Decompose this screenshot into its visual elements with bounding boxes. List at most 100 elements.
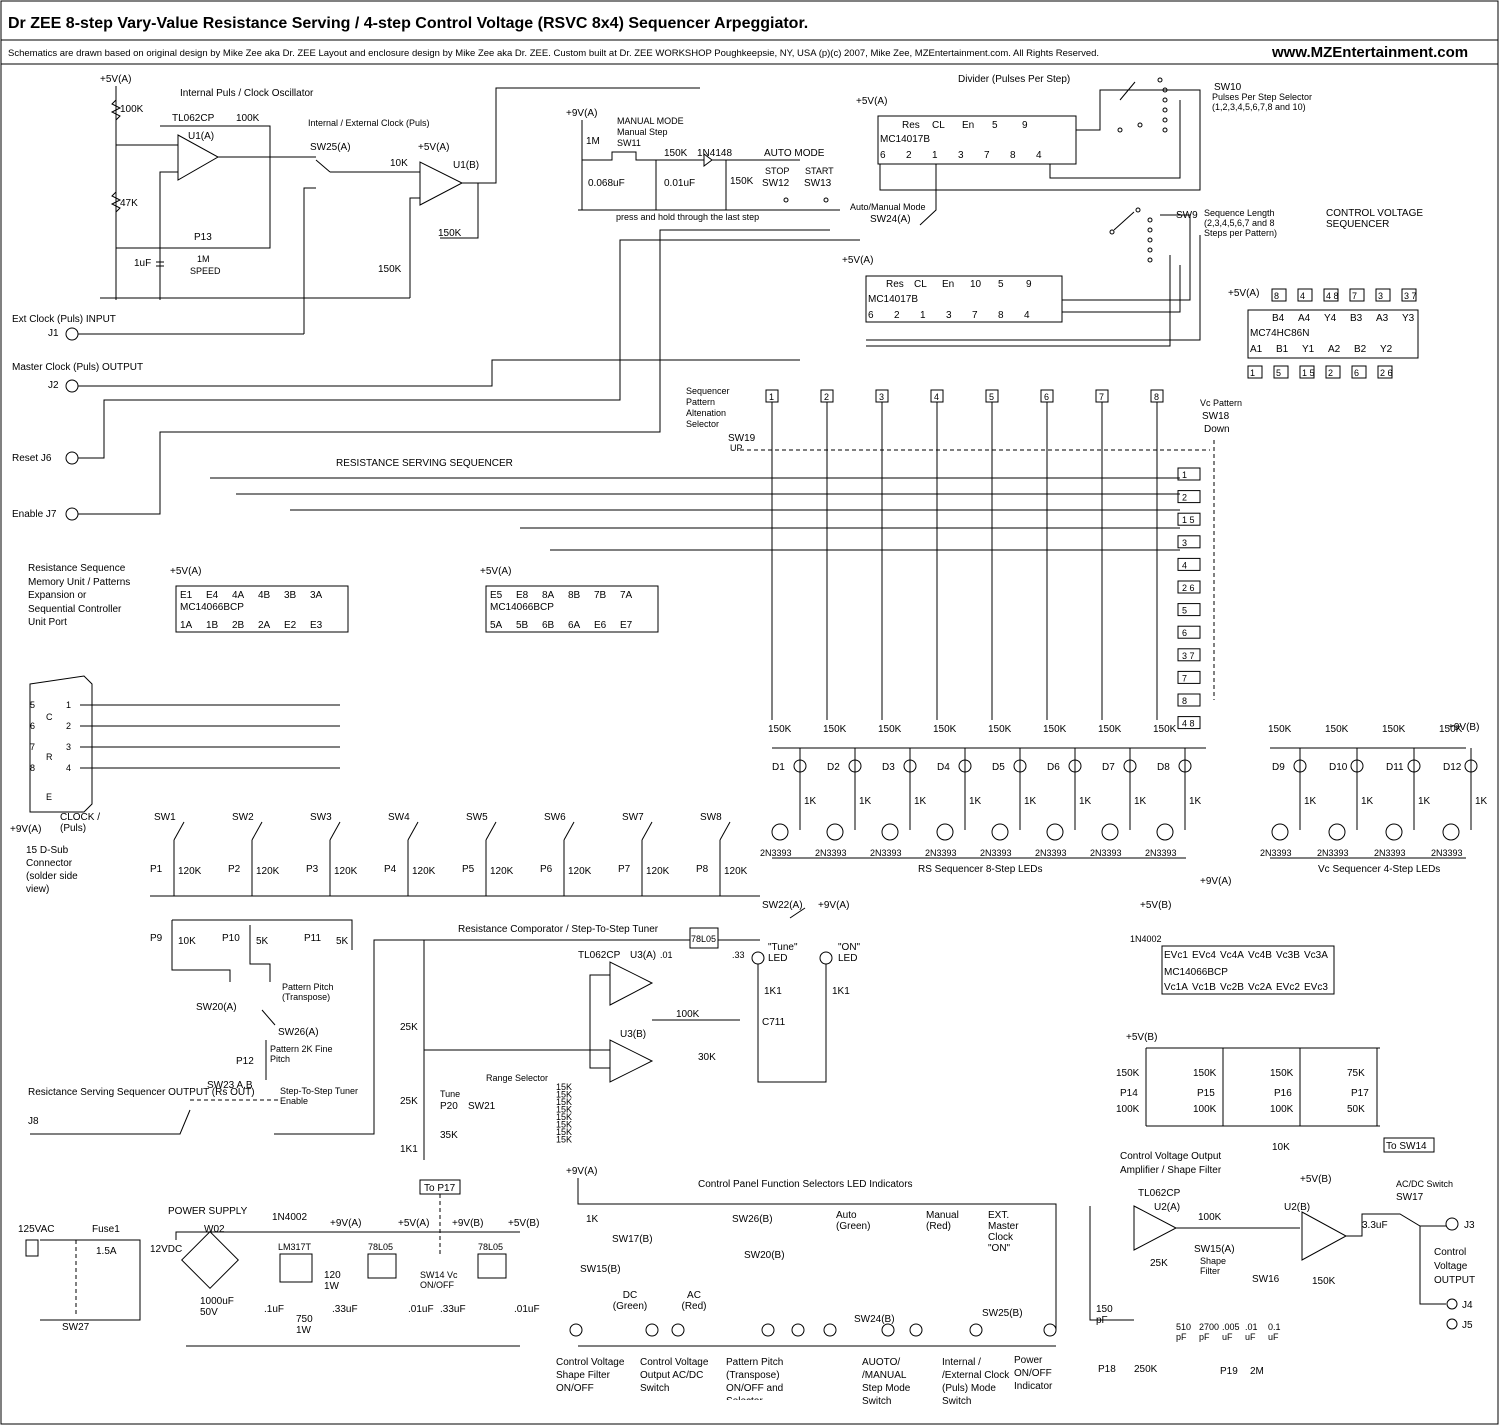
rs-switch-6[interactable] xyxy=(641,821,653,841)
cv-bottom-tag-5: 2 6 xyxy=(1380,368,1393,378)
manual-c2: 0.01uF xyxy=(664,178,695,189)
cv-top-tag-1: 4 xyxy=(1300,291,1305,301)
rs-switch-5[interactable] xyxy=(563,821,575,841)
rs1-bottom-pin-4: E2 xyxy=(284,620,297,631)
power-reg2: 78L05 xyxy=(368,1242,393,1252)
tuner-reg: 78L05 xyxy=(691,934,716,944)
sw19-label: SW19 xyxy=(728,433,756,444)
rs2-top-pin-0: E5 xyxy=(490,590,503,601)
tuner-ua: U3(A) xyxy=(630,950,656,961)
alt-tag-box-10 xyxy=(1177,693,1201,707)
cv-top-tag-2: 4 8 xyxy=(1326,291,1339,301)
rs-switch-3[interactable] xyxy=(407,821,419,841)
tuner-r1k1c: 1K1 xyxy=(832,986,850,997)
divider-bottom-pin-6: 4 xyxy=(1036,150,1042,161)
tuner-enable-label: Step-To-Step Tuner Enable xyxy=(280,1086,359,1106)
manual-diode: 1N4148 xyxy=(697,148,732,159)
vc-res-1: 150K xyxy=(1325,724,1349,735)
jack-j3-icon[interactable] xyxy=(1445,1217,1459,1231)
port-letter-1: R xyxy=(46,752,53,762)
cv-bottom-tag-box-3 xyxy=(1325,365,1341,379)
sw22-icon[interactable] xyxy=(789,907,806,919)
plug-icon xyxy=(25,1239,39,1257)
alt-tag-10: 8 xyxy=(1182,696,1187,706)
j8-label: J8 xyxy=(28,1116,39,1127)
rs-transistor-6: 2N3393 xyxy=(1090,848,1122,858)
rs-transistor-2: 2N3393 xyxy=(870,848,902,858)
alt-tag-5: 2 6 xyxy=(1182,583,1195,593)
divider-bottom-pin-2: 1 xyxy=(932,150,938,161)
power-bridge: W02 xyxy=(204,1224,225,1235)
cvo-potv-0: 100K xyxy=(1116,1104,1140,1115)
port-left-pin-1: 6 xyxy=(30,721,35,731)
vc-rled-0: 1K xyxy=(1304,796,1317,807)
sw18-label: SW18 xyxy=(1202,411,1230,422)
power-title: POWER SUPPLY xyxy=(168,1206,248,1217)
tuner-title: Resistance Comporator / Step-To-Step Tun… xyxy=(458,924,659,935)
sw12-icon[interactable] xyxy=(783,197,789,203)
mode-switch: SW24(A) xyxy=(870,214,911,225)
alt-tag-box-8 xyxy=(1177,648,1201,662)
rs-rled-1: 1K xyxy=(859,796,872,807)
jack-j2-icon[interactable] xyxy=(65,379,79,393)
panel-led-icon-1 xyxy=(645,1323,659,1337)
rs-pot-label-3: P4 xyxy=(384,864,397,875)
input-jacks: Ext Clock (Puls) INPUT J1 Master Clock (… xyxy=(12,187,860,521)
rs-pot-label-0: P1 xyxy=(150,864,163,875)
rs-res-5: 150K xyxy=(1043,724,1067,735)
cv-top-pin-4: A3 xyxy=(1376,313,1389,324)
sw13-icon[interactable] xyxy=(823,197,829,203)
sw10-icon[interactable] xyxy=(1117,77,1168,133)
sw9-icon[interactable] xyxy=(1109,207,1153,263)
vc-led-supply: +9V(B) xyxy=(1448,722,1479,733)
cvout-j5: J5 xyxy=(1462,1320,1473,1331)
alt-tag-box-3 xyxy=(1177,535,1201,549)
rs-pot-label-5: P6 xyxy=(540,864,553,875)
cvout-r150k: 150K xyxy=(1312,1276,1336,1287)
panel-cap5: Internal / /External Clock (Puls) Mode S… xyxy=(942,1357,1010,1407)
port-supply: +9V(A) xyxy=(10,824,41,835)
website-label: www.MZEntertainment.com xyxy=(1271,44,1468,61)
cv-top-tag-3: 7 xyxy=(1352,291,1357,301)
rs-switch-2[interactable] xyxy=(329,821,341,841)
power-xfmr: 12VDC xyxy=(150,1244,182,1255)
jack-j1-icon[interactable] xyxy=(65,327,79,341)
rs-switch-1[interactable] xyxy=(251,821,263,841)
cvout-r10k: 10K xyxy=(1272,1142,1290,1153)
cvo-cap-2: .005 uF xyxy=(1222,1322,1240,1342)
panel-title: Control Panel Function Selectors LED Ind… xyxy=(698,1179,913,1190)
rs-pot-value-4: 120K xyxy=(490,866,514,877)
rs-switch-7[interactable] xyxy=(719,821,731,841)
jack-j5-icon[interactable] xyxy=(1446,1318,1458,1330)
alt-tag-box-5 xyxy=(1177,580,1201,594)
power-v5b: +5V(B) xyxy=(508,1218,539,1229)
rs-switch-4[interactable] xyxy=(485,821,497,841)
osc-ic: TL062CP xyxy=(172,113,215,124)
jack-j6-icon[interactable] xyxy=(65,451,79,465)
jack-j4-icon[interactable] xyxy=(1446,1298,1458,1310)
range-res-6: 15K xyxy=(556,1127,572,1137)
oscillator-section: Internal Puls / Clock Oscillator +5V(A) … xyxy=(100,74,700,300)
cvout-u2a: U2(A) xyxy=(1154,1202,1180,1213)
power-c2: .33uF xyxy=(332,1304,358,1315)
cvout-p19-v: 2M xyxy=(1250,1366,1264,1377)
osc-supply: +5V(A) xyxy=(100,74,131,85)
panel-led-icon-6 xyxy=(881,1323,895,1337)
rs-rled-3: 1K xyxy=(969,796,982,807)
divider-ic-label: MC14017B xyxy=(880,134,930,145)
cv-top-tag-box-1 xyxy=(1297,288,1313,302)
rs-switch-0[interactable] xyxy=(173,821,185,841)
rs-transistor-icon-0 xyxy=(771,823,789,841)
cvo-pot-2: P16 xyxy=(1274,1088,1292,1099)
p20-label: P20 xyxy=(440,1101,458,1112)
sw26-icon[interactable] xyxy=(261,1009,276,1026)
counter-top-pin-1: CL xyxy=(914,279,927,290)
alt-tag-box-4 xyxy=(1177,557,1201,571)
page-subtitle: Schematics are drawn based on original d… xyxy=(8,48,1099,59)
jack-j7-icon[interactable] xyxy=(65,507,79,521)
cv-seq-supply: +5V(A) xyxy=(1228,288,1259,299)
manual-r2: 150K xyxy=(664,148,688,159)
panel-r1: 1K xyxy=(586,1214,599,1225)
